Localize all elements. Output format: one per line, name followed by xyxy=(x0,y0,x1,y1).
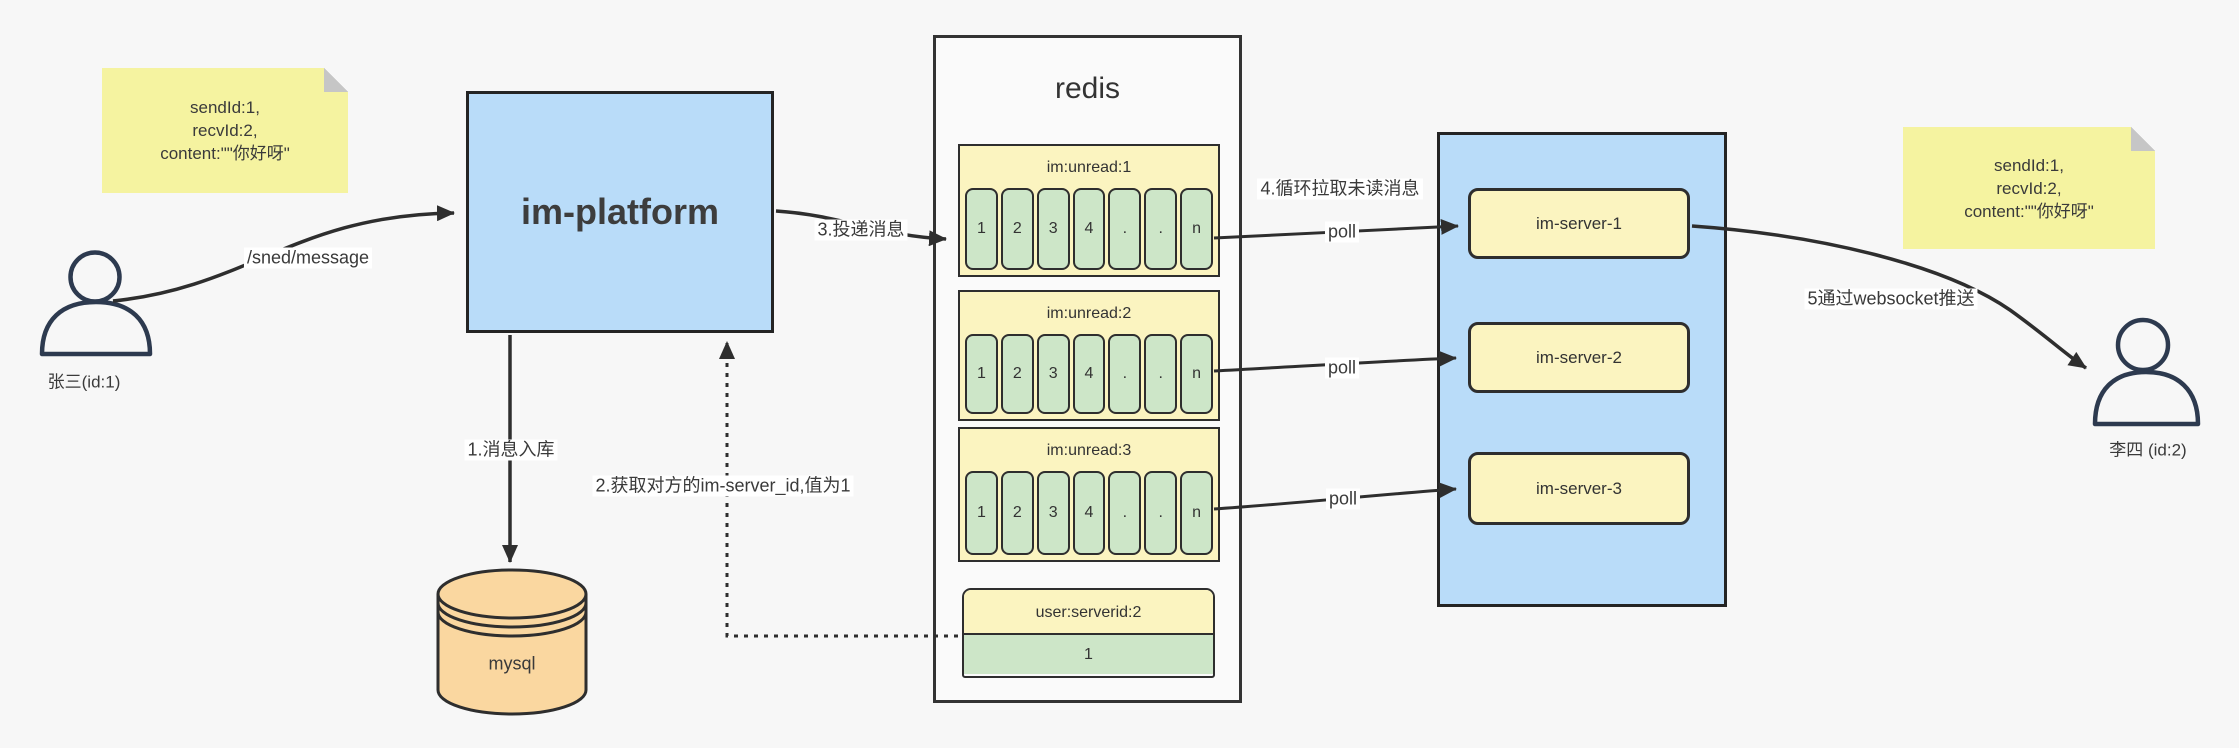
queue-unread-2: im:unread:2 1 2 3 4 . . n xyxy=(958,290,1220,421)
im-platform-box: im-platform xyxy=(466,91,774,333)
queue-cell: 2 xyxy=(1000,188,1034,270)
queue-cell: . xyxy=(1108,188,1142,270)
sender-name-label: 张三(id:1) xyxy=(47,372,121,392)
sender-person-icon xyxy=(39,250,153,357)
note-line: content:""你好呀" xyxy=(1964,201,2094,221)
queue-cell: 1 xyxy=(965,188,998,270)
user-serverid-key: user:serverid:2 xyxy=(964,590,1213,635)
note-line: content:""你好呀" xyxy=(160,144,290,163)
sticky-note-sender: sendId:1, recvId:2, content:""你好呀" xyxy=(102,68,348,193)
queue-cell: n xyxy=(1180,471,1214,555)
note-line: sendId:1, xyxy=(190,98,260,117)
redis-title: redis xyxy=(1054,72,1121,105)
receiver-name-label: 李四 (id:2) xyxy=(2109,440,2187,460)
sticky-note-receiver: sendId:1, recvId:2, content:""你好呀" xyxy=(1903,127,2155,249)
im-platform-label: im-platform xyxy=(521,191,719,232)
queue-label: im:unread:3 xyxy=(1046,442,1132,459)
note-line: sendId:1, xyxy=(1994,155,2064,175)
label-step1: 1.消息入库 xyxy=(464,439,558,461)
queue-cell: . xyxy=(1108,334,1142,414)
queue-cell: 3 xyxy=(1036,334,1070,414)
label-step2: 2.获取对方的im-server_id,值为1 xyxy=(592,475,854,497)
mysql-label: mysql xyxy=(488,653,536,674)
queue-cell: n xyxy=(1180,334,1214,414)
im-server-1-box: im-server-1 xyxy=(1468,188,1690,259)
label-step4: 4.循环拉取未读消息 xyxy=(1257,178,1423,200)
queue-cell: . xyxy=(1108,471,1142,555)
label-step3: 3.投递消息 xyxy=(814,219,908,241)
queue-cell: 4 xyxy=(1072,334,1106,414)
mysql-database-icon xyxy=(436,568,588,716)
queue-label: im:unread:1 xyxy=(1046,159,1132,176)
queue-cell: 1 xyxy=(965,334,998,414)
note-fold-icon xyxy=(324,68,348,92)
note-line: recvId:2, xyxy=(192,121,258,140)
queue-cells: 1 2 3 4 . . n xyxy=(965,188,1214,270)
receiver-person-icon xyxy=(2092,317,2201,427)
queue-cell: . xyxy=(1144,334,1178,414)
queue-cell: . xyxy=(1144,188,1178,270)
label-step5: 5通过websocket推送 xyxy=(1804,288,1978,310)
queue-unread-3: im:unread:3 1 2 3 4 . . n xyxy=(958,427,1220,562)
queue-cell: 3 xyxy=(1036,471,1070,555)
queue-cell: 4 xyxy=(1072,471,1106,555)
label-poll-3: poll xyxy=(1325,488,1361,510)
queue-cell: 2 xyxy=(1000,334,1034,414)
queue-cell: . xyxy=(1144,471,1178,555)
note-line: recvId:2, xyxy=(1996,178,2062,198)
queue-cells: 1 2 3 4 . . n xyxy=(965,334,1214,414)
queue-cell: 4 xyxy=(1072,188,1106,270)
queue-cells: 1 2 3 4 . . n xyxy=(965,471,1214,555)
queue-label: im:unread:2 xyxy=(1046,305,1132,322)
queue-unread-1: im:unread:1 1 2 3 4 . . n xyxy=(958,144,1220,277)
arrow-step5-websocket-push xyxy=(1691,224,2087,370)
user-serverid-box: user:serverid:2 1 xyxy=(962,588,1215,678)
arrow-step2-get-serverid xyxy=(719,341,958,638)
label-poll-1: poll xyxy=(1324,221,1360,243)
label-poll-2: poll xyxy=(1324,357,1360,379)
queue-cell: 3 xyxy=(1036,188,1070,270)
user-serverid-value: 1 xyxy=(964,635,1213,674)
im-server-2-box: im-server-2 xyxy=(1468,322,1690,393)
note-fold-icon xyxy=(2131,127,2155,151)
im-server-3-box: im-server-3 xyxy=(1468,452,1690,525)
queue-cell: n xyxy=(1180,188,1214,270)
queue-cell: 2 xyxy=(1000,471,1034,555)
queue-cell: 1 xyxy=(965,471,998,555)
label-send-api: /sned/message xyxy=(243,247,373,269)
